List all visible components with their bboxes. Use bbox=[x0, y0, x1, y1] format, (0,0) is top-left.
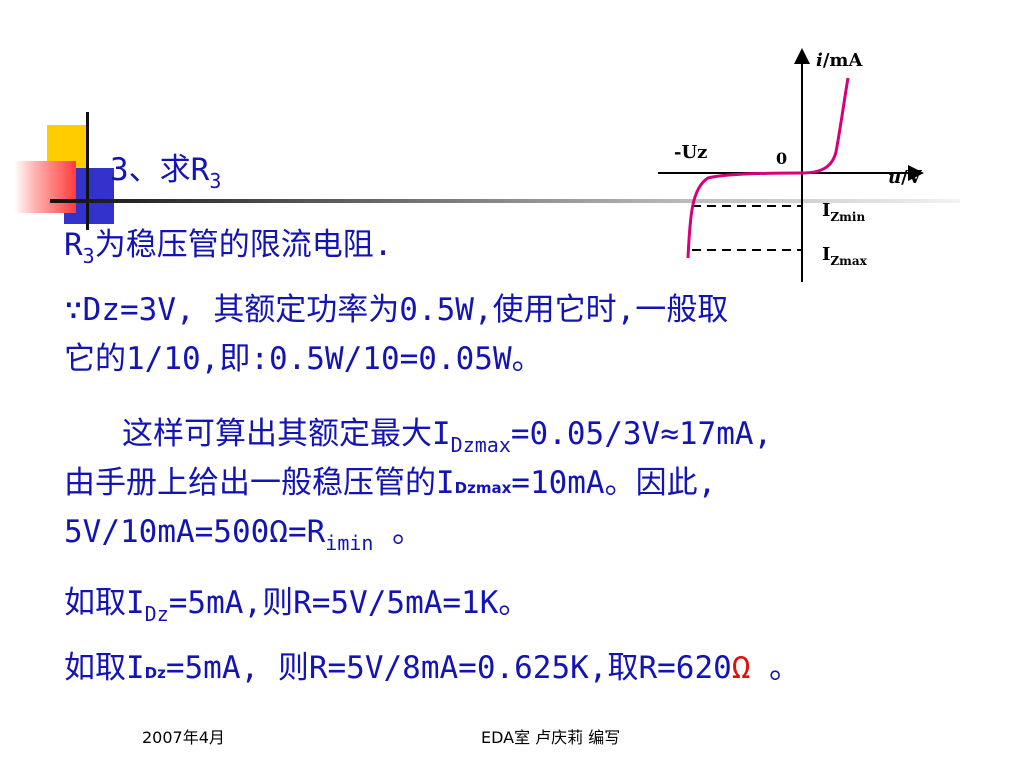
izmax-label: IZmax bbox=[822, 244, 868, 268]
x-axis-label: u/V bbox=[888, 167, 923, 188]
text-line-r3-definition: R3为稳压管的限流电阻. bbox=[64, 227, 393, 268]
section-heading: 3、求R3 bbox=[110, 152, 222, 193]
decor-red-gradient-square bbox=[14, 161, 76, 213]
decor-vertical-line bbox=[86, 112, 89, 230]
text-line-power-calc: 它的1/10,即:0.5W/10=0.05W。 bbox=[64, 341, 543, 377]
footer-author: EDA室 卢庆莉 编写 bbox=[481, 728, 621, 747]
text-line-manual-current: 由手册上给出一般稳压管的IDzmax=10mA。因此, bbox=[64, 465, 717, 501]
uz-label: -Uz bbox=[674, 142, 707, 163]
footer-date: 2007年4月 bbox=[142, 728, 225, 747]
text-line-max-current: 这样可算出其额定最大IDzmax=0.05/3V≈17mA, bbox=[122, 416, 773, 457]
text-line-rmin: 5V/10mA=500Ω=Rimin 。 bbox=[64, 514, 424, 555]
text-line-example-620: 如取IDz=5mA, 则R=5V/8mA=0.625K,取R=620Ω 。 bbox=[64, 650, 801, 686]
iv-characteristic-curve bbox=[686, 77, 850, 259]
origin-label: 0 bbox=[776, 149, 787, 168]
izmin-label: IZmin bbox=[822, 200, 865, 224]
text-line-dz-power: ∵Dz=3V, 其额定功率为0.5W,使用它时,一般取 bbox=[64, 292, 729, 328]
omega-symbol-red: Ω bbox=[731, 650, 751, 686]
y-axis-label: i/mA bbox=[816, 50, 863, 71]
text-line-example-1k: 如取IDz=5mA,则R=5V/5mA=1K。 bbox=[64, 585, 530, 626]
zener-iv-curve-diagram: i/mA u/V 0 -Uz IZmin IZmax bbox=[658, 48, 924, 282]
title-divider-line bbox=[50, 199, 960, 203]
